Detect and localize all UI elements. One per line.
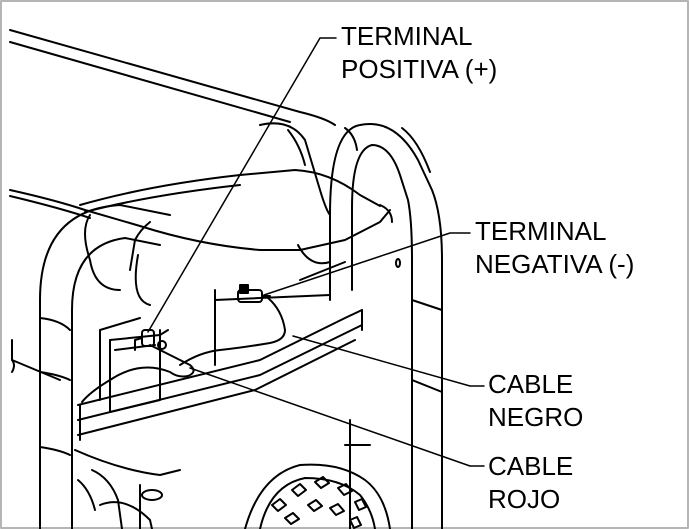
leader-negative: [263, 232, 471, 296]
engine-base: [74, 419, 371, 529]
red-cable-wire: [81, 344, 195, 403]
leader-red-cable: [189, 367, 485, 467]
tubular-frame-left: [39, 204, 171, 529]
black-cable-label: CABLE NEGRO: [488, 368, 583, 434]
generator-housing: [9, 29, 393, 381]
cap-detail: [297, 244, 331, 265]
leader-positive: [147, 37, 337, 333]
frame-bolt: [395, 258, 401, 268]
red-cable-label-line2: ROJO: [488, 484, 561, 514]
positive-terminal-post: [134, 329, 167, 351]
positive-terminal-label-line2: POSITIVA (+): [341, 54, 498, 84]
black-cable-wire: [179, 297, 286, 366]
red-cable-label: CABLE ROJO: [488, 450, 573, 516]
black-cable-label-line1: CABLE: [488, 369, 574, 399]
red-cable-label-line1: CABLE: [488, 451, 574, 481]
negative-terminal-post: [237, 284, 271, 303]
positive-terminal-label-line1: TERMINAL: [341, 21, 473, 51]
leader-black-cable: [292, 335, 485, 387]
negative-terminal-label-line2: NEGATIVA (-): [475, 249, 635, 279]
tubular-frame-right: [329, 123, 443, 529]
positive-terminal-label: TERMINAL POSITIVA (+): [341, 20, 497, 86]
wheel-tire: [244, 463, 391, 529]
leader-lines: [147, 37, 485, 467]
carry-handle: [84, 214, 151, 306]
negative-terminal-label: TERMINAL NEGATIVA (-): [475, 215, 634, 281]
black-cable-label-line2: NEGRO: [488, 402, 584, 432]
negative-terminal-label-line1: TERMINAL: [475, 216, 607, 246]
